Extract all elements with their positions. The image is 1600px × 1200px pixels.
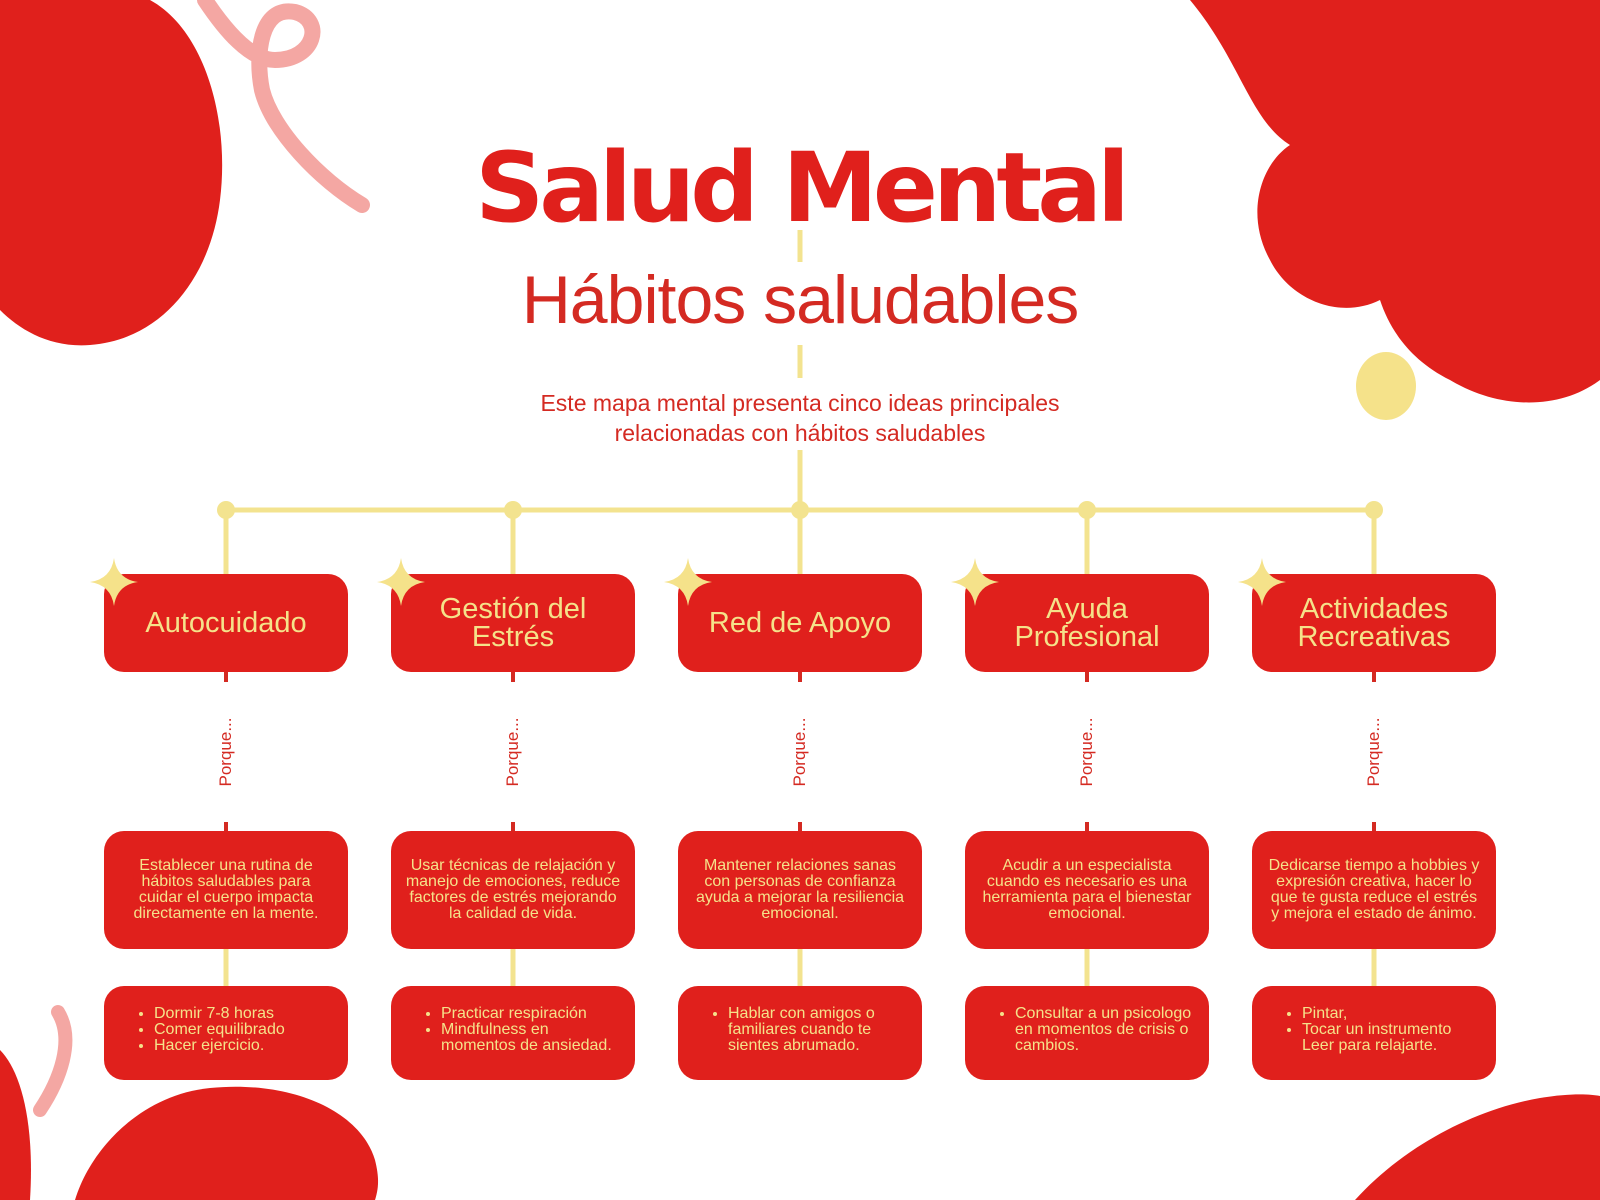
branch-2-sparkle-icon (377, 558, 425, 606)
list-item: Comer equilibrado (154, 1022, 285, 1038)
intro-line-2: relacionadas con hábitos saludables (614, 420, 986, 446)
branch-3-tips-list: Hablar con amigos o familiares cuando te… (686, 1006, 912, 1054)
branch-2-title: Gestión del Estrés (439, 593, 587, 653)
branch-1-sparkle-icon (90, 558, 138, 606)
red-blob-bottom-right (1355, 1094, 1600, 1200)
branch-2-tips-box: Practicar respiraciónMindfulness en mome… (391, 986, 635, 1080)
branch-2-reason-box: Usar técnicas de relajación y manejo de … (391, 831, 635, 949)
yellow-dot (1356, 352, 1416, 420)
branch-4-tips-list: Consultar a un psicologo en momentos de … (973, 1006, 1199, 1054)
branch-3-bus-dot (791, 501, 809, 519)
branch-5-title-box: Actividades Recreativas (1252, 574, 1496, 672)
branch-2-tips-list: Practicar respiraciónMindfulness en mome… (399, 1006, 625, 1054)
list-item: Hablar con amigos o familiares cuando te… (728, 1006, 912, 1054)
branch-5-tips-list: Pintar,Tocar un instrumento Leer para re… (1260, 1006, 1486, 1054)
branch-4-sparkle-icon (951, 558, 999, 606)
intro-line-1: Este mapa mental presenta cinco ideas pr… (540, 390, 1060, 416)
branch-1-reason-box: Establecer una rutina de hábitos saludab… (104, 831, 348, 949)
branch-5-title: Actividades Recreativas (1297, 593, 1451, 653)
red-blob-bottom-left (75, 1086, 379, 1200)
branch-3-title: Red de Apoyo (708, 607, 892, 639)
branch-5-tips-box: Pintar,Tocar un instrumento Leer para re… (1252, 986, 1496, 1080)
branch-5-bus-dot (1365, 501, 1383, 519)
branch-1-reason: Establecer una rutina de hábitos saludab… (133, 857, 319, 922)
page-title: Salud Mental (475, 132, 1130, 244)
branch-4-title-box: Ayuda Profesional (965, 574, 1209, 672)
pink-ribbon-bottom-left (33, 1005, 73, 1117)
red-blob-top-left (0, 0, 223, 346)
branch-2-title-box: Gestión del Estrés (391, 574, 635, 672)
list-item: Mindfulness en momentos de ansiedad. (441, 1022, 625, 1054)
branch-1-title-box: Autocuidado (104, 574, 348, 672)
list-item: Dormir 7-8 horas (154, 1006, 285, 1022)
branch-2-bus-dot (504, 501, 522, 519)
branch-3-tips-box: Hablar con amigos o familiares cuando te… (678, 986, 922, 1080)
list-item: Tocar un instrumento Leer para relajarte… (1302, 1022, 1486, 1054)
branch-3-sparkle-icon (664, 558, 712, 606)
list-item: Practicar respiración (441, 1006, 625, 1022)
page-subtitle: Hábitos saludables (521, 262, 1080, 338)
branch-4-title: Ayuda Profesional (1014, 593, 1160, 653)
branch-1-tips-list: Dormir 7-8 horasComer equilibradoHacer e… (112, 1006, 285, 1054)
branch-3-reason-box: Mantener relaciones sanas con personas d… (678, 831, 922, 949)
branch-3-title-box: Red de Apoyo (678, 574, 922, 672)
red-blob-bottom-left-edge (0, 1050, 31, 1200)
list-item: Hacer ejercicio. (154, 1038, 285, 1054)
branch-3-reason: Mantener relaciones sanas con personas d… (695, 857, 905, 922)
branch-1-tips-box: Dormir 7-8 horasComer equilibradoHacer e… (104, 986, 348, 1080)
branch-4-reason: Acudir a un especialista cuando es neces… (982, 857, 1192, 922)
list-item: Pintar, (1302, 1006, 1486, 1022)
red-blob-top-right (1190, 0, 1600, 403)
branch-5-sparkle-icon (1238, 558, 1286, 606)
branch-4-tips-box: Consultar a un psicologo en momentos de … (965, 986, 1209, 1080)
branch-2-reason: Usar técnicas de relajación y manejo de … (405, 857, 621, 922)
pink-ribbon-top-left (197, 0, 370, 213)
branch-5-reason: Dedicarse tiempo a hobbies y expresión c… (1268, 857, 1480, 922)
branch-4-bus-dot (1078, 501, 1096, 519)
branch-1-bus-dot (217, 501, 235, 519)
list-item: Consultar a un psicologo en momentos de … (1015, 1006, 1199, 1054)
intro-text: Este mapa mental presenta cinco ideas pr… (450, 388, 1150, 448)
branch-1-title: Autocuidado (145, 607, 307, 639)
branch-5-reason-box: Dedicarse tiempo a hobbies y expresión c… (1252, 831, 1496, 949)
branch-4-reason-box: Acudir a un especialista cuando es neces… (965, 831, 1209, 949)
